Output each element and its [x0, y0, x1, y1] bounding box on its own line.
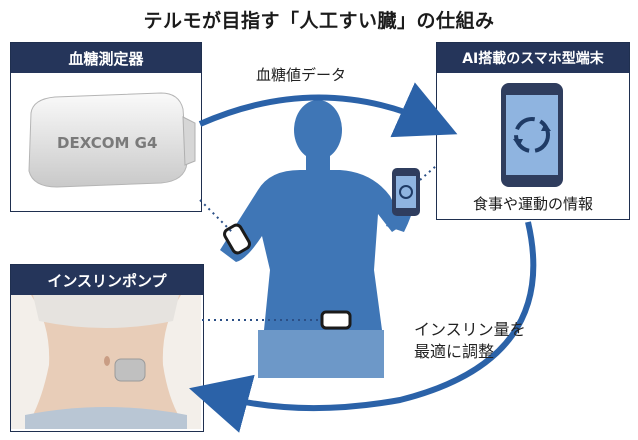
sensor-device-icon: DEXCOM G4 [28, 92, 196, 188]
data-flow-arrow [198, 82, 458, 138]
app-panel: AI搭載のスマホ型端末 食事や運動の情報 [436, 42, 630, 220]
smartphone-icon [501, 83, 563, 187]
sensor-brand-text: DEXCOM G4 [57, 134, 157, 152]
pump-panel-heading: インスリンポンプ [11, 265, 203, 295]
human-silhouette [220, 100, 419, 378]
sensor-panel-heading: 血糖測定器 [11, 43, 201, 73]
sensor-link-dotted [199, 199, 233, 233]
sensor-panel: 血糖測定器 DEXCOM G4 [10, 42, 202, 212]
pump-photo [11, 295, 201, 429]
abdomen-pump-marker [320, 310, 352, 330]
app-panel-heading: AI搭載のスマホ型端末 [437, 43, 629, 73]
app-caption: 食事や運動の情報 [472, 195, 593, 213]
arm-sensor-marker [223, 223, 251, 255]
data-flow-label: 血糖値データ [256, 66, 347, 84]
pump-device-icon [114, 358, 146, 382]
adjust-label-line2: 最適に調整 [414, 342, 495, 361]
pump-panel: インスリンポンプ [10, 264, 204, 432]
phone-link-dotted [419, 165, 437, 181]
adjust-flow-arrow [189, 221, 537, 433]
page-title: テルモが目指す「人工すい臓」の仕組み [143, 10, 495, 32]
adjust-label-line1: インスリン量を [414, 320, 526, 339]
